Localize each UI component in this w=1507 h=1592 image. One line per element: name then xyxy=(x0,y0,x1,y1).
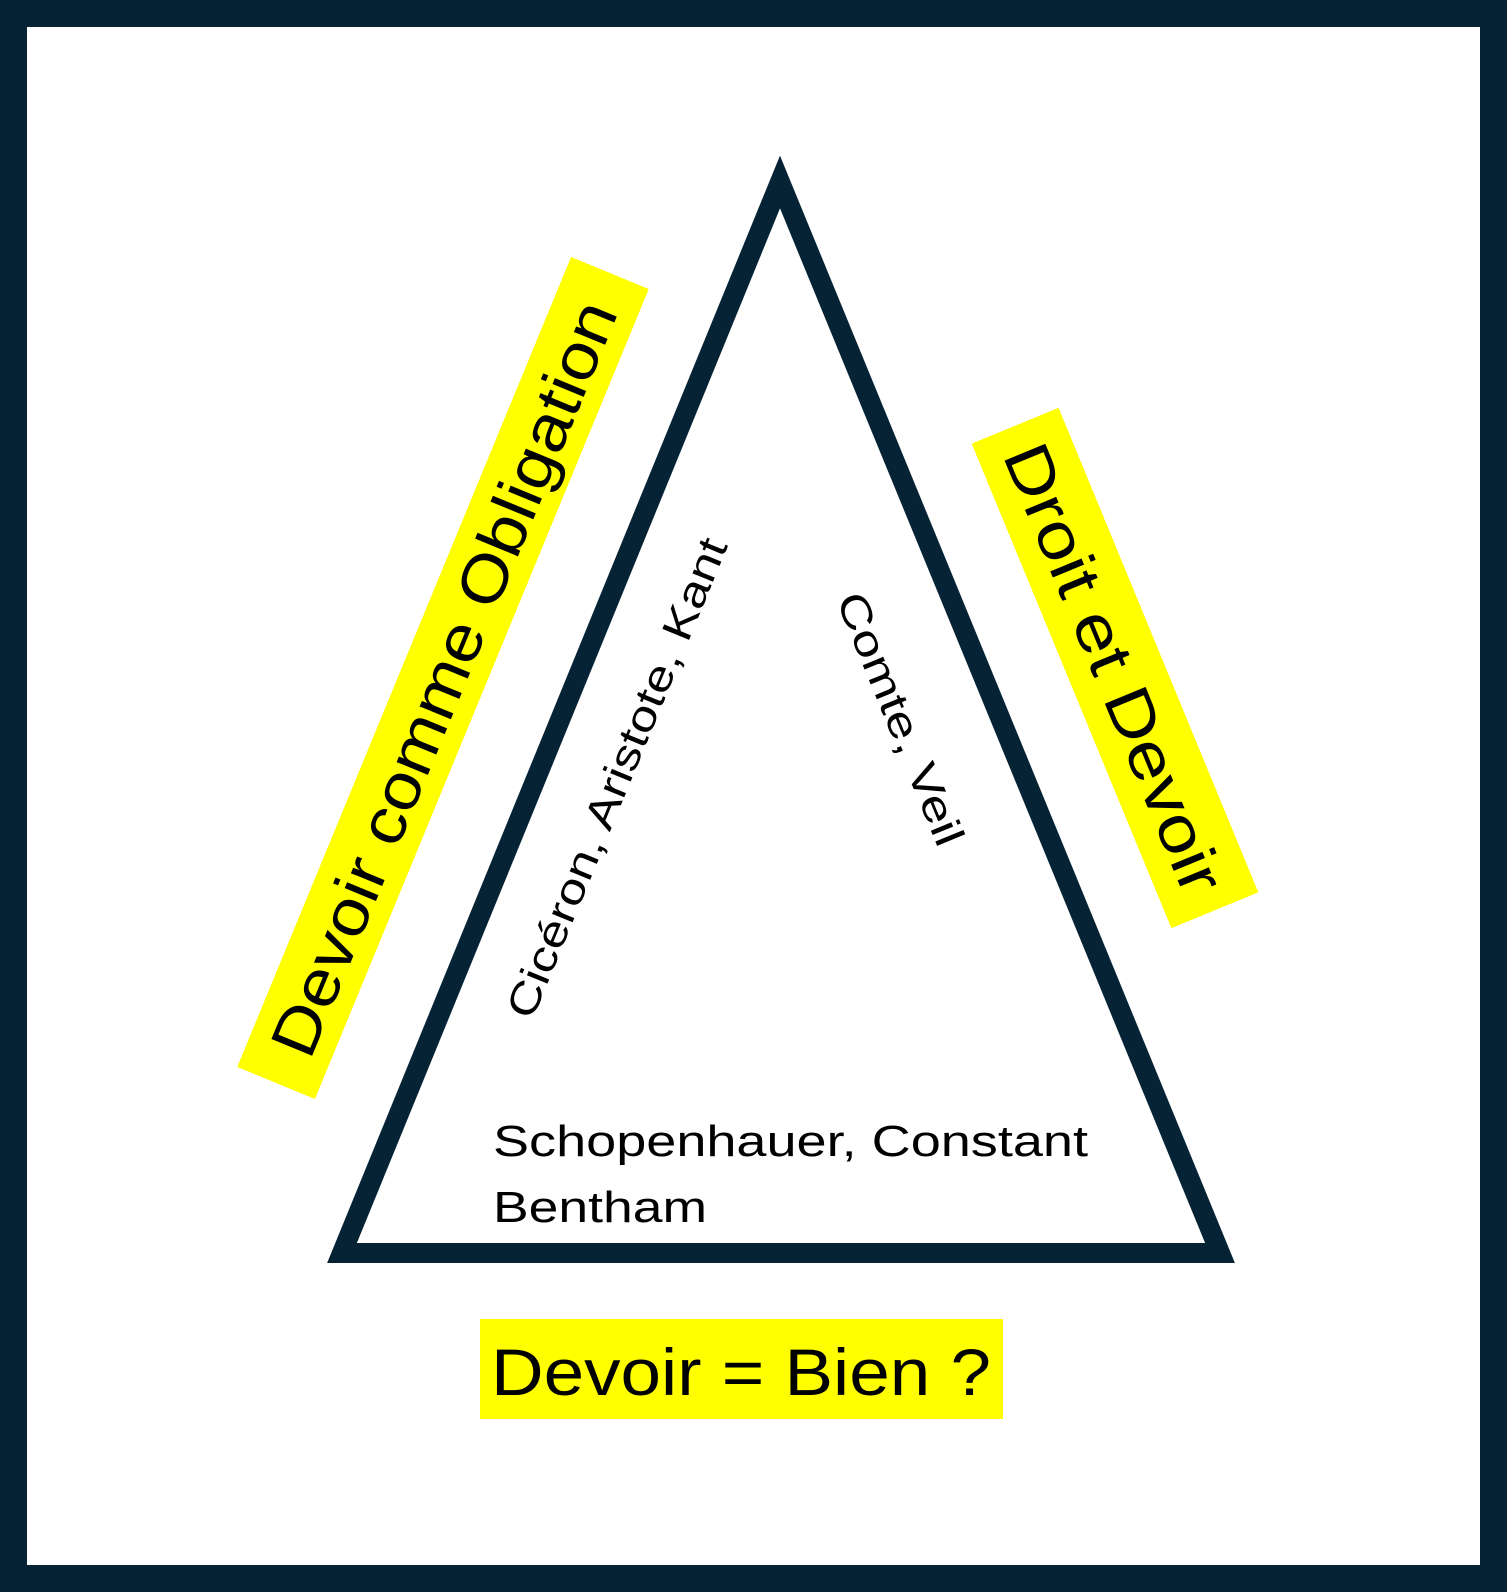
right-side-label-group: Droit et Devoir xyxy=(971,407,1259,929)
bottom-label-highlight xyxy=(480,1319,1003,1419)
bottom-label: Devoir = Bien ? xyxy=(491,1335,991,1409)
bottom-inner-authors-line1: Schopenhauer, Constant xyxy=(493,1117,1088,1166)
triangle-shape xyxy=(327,155,1235,1263)
left-side-label-highlight xyxy=(237,257,649,1099)
right-side-label-highlight xyxy=(971,407,1259,929)
bottom-inner-authors-line2: Bentham xyxy=(493,1183,707,1232)
right-side-label: Droit et Devoir xyxy=(989,433,1238,904)
